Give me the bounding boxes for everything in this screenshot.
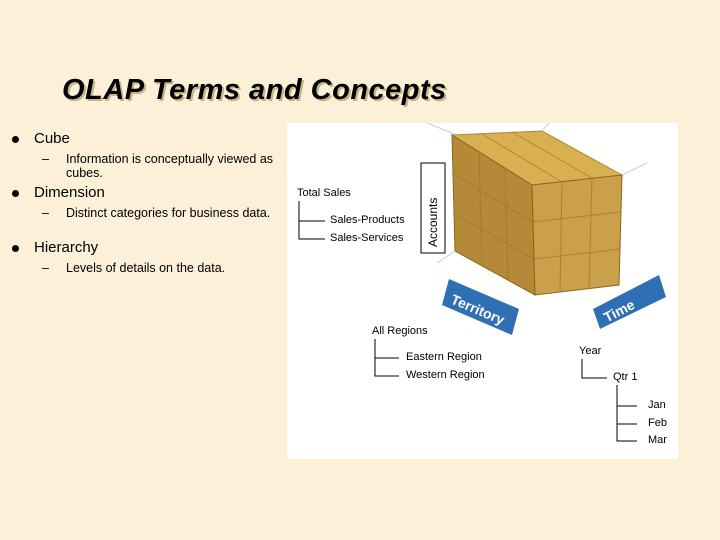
sub-bullet-text: Distinct categories for business data. <box>66 206 288 220</box>
dash-marker: – <box>42 261 49 275</box>
sub-bullet-text: Levels of details on the data. <box>66 261 288 275</box>
bullet-dot <box>12 136 19 143</box>
time-quarter-label: Qtr 1 <box>613 371 637 383</box>
bullet-dot <box>12 190 19 197</box>
bullet-label: Dimension <box>34 184 105 201</box>
time-month-label: Jan <box>648 399 666 411</box>
territory-tree-lines <box>375 339 399 376</box>
accounts-axis-label: Accounts <box>426 198 440 247</box>
time-month-label: Feb <box>648 417 667 429</box>
olap-cube-illustration <box>287 123 678 459</box>
accounts-root-label: Total Sales <box>297 187 351 199</box>
bullet-dot <box>12 245 19 252</box>
dash-marker: – <box>42 152 49 166</box>
sub-bullet-text: Information is conceptually viewed as cu… <box>66 152 288 180</box>
time-root-label: Year <box>579 345 601 357</box>
cube-right-face <box>532 175 622 295</box>
accounts-child-label: Sales-Services <box>330 232 403 244</box>
territory-root-label: All Regions <box>372 325 428 337</box>
time-month-label: Mar <box>648 434 667 446</box>
dash-marker: – <box>42 206 49 220</box>
slide-title: OLAP Terms and Concepts <box>62 74 447 107</box>
olap-cube-figure: Accounts Total Sales Sales-Products Sale… <box>287 123 678 459</box>
territory-child-label: Western Region <box>406 369 485 381</box>
accounts-tree-lines <box>299 201 325 239</box>
bullet-label: Hierarchy <box>34 239 98 256</box>
territory-child-label: Eastern Region <box>406 351 482 363</box>
accounts-child-label: Sales-Products <box>330 214 405 226</box>
bullet-label: Cube <box>34 130 70 147</box>
